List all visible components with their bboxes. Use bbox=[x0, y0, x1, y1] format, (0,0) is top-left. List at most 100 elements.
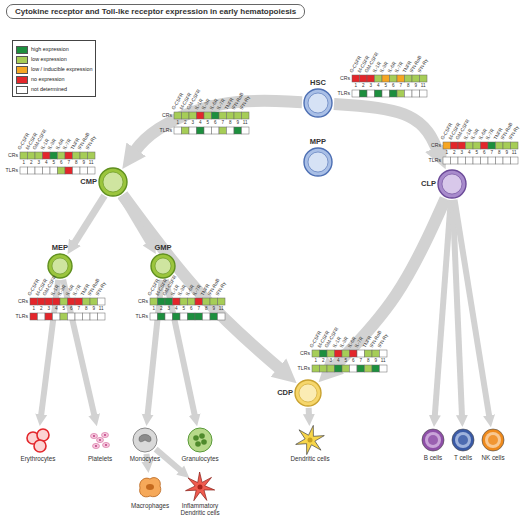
expression-cell bbox=[188, 313, 196, 320]
expression-cell bbox=[327, 365, 335, 372]
expression-cell bbox=[188, 298, 196, 305]
expression-cell bbox=[75, 298, 83, 305]
progenitor-node: HSC bbox=[303, 88, 333, 118]
expression-cell bbox=[80, 152, 88, 159]
expression-cell bbox=[75, 313, 83, 320]
expression-cell bbox=[210, 298, 218, 305]
expression-cell bbox=[50, 167, 58, 174]
cell-type-node: Granulocytes bbox=[187, 427, 213, 453]
expression-cell bbox=[372, 365, 380, 372]
expression-cell bbox=[372, 350, 380, 357]
tlr-number: 5 bbox=[180, 306, 188, 312]
expression-cell bbox=[43, 152, 51, 159]
tlr-number: 6 bbox=[58, 160, 66, 166]
expression-cell bbox=[53, 298, 61, 305]
expression-cell bbox=[30, 298, 38, 305]
cell-label: HSC bbox=[310, 78, 326, 88]
tlr-number: 3 bbox=[367, 83, 375, 89]
expression-cell bbox=[481, 142, 489, 149]
tlr-number: 7 bbox=[397, 83, 405, 89]
tlr-number: 3 bbox=[189, 120, 197, 126]
expression-cell bbox=[466, 142, 474, 149]
row-label: CRs bbox=[157, 112, 172, 118]
legend-swatch bbox=[16, 56, 28, 64]
legend-swatch bbox=[16, 46, 28, 54]
expression-cell bbox=[203, 298, 211, 305]
tlr-number: 9 bbox=[234, 120, 242, 126]
tlr-number: 6 bbox=[481, 150, 489, 156]
legend-row: no expression bbox=[16, 74, 92, 84]
row-label: CRs bbox=[295, 350, 310, 356]
cell-illustration bbox=[303, 147, 333, 177]
expression-cell bbox=[342, 365, 350, 372]
expression-cell bbox=[180, 313, 188, 320]
differentiation-arrow bbox=[166, 280, 195, 418]
tlr-number: 4 bbox=[375, 83, 383, 89]
expression-cell bbox=[73, 167, 81, 174]
tlr-number: 11 bbox=[218, 306, 226, 312]
expression-cell bbox=[352, 75, 360, 82]
expression-cell bbox=[380, 365, 388, 372]
cell-type-node: Monocytes bbox=[132, 427, 158, 453]
expression-cell bbox=[473, 157, 481, 164]
expression-cell bbox=[45, 298, 53, 305]
tlr-number: 7 bbox=[219, 120, 227, 126]
expression-cell bbox=[312, 350, 320, 357]
expression-cell bbox=[367, 90, 375, 97]
expression-cell bbox=[60, 298, 68, 305]
expression-cell bbox=[65, 152, 73, 159]
tlr-number: 3 bbox=[45, 306, 53, 312]
tlr-number: 9 bbox=[412, 83, 420, 89]
expression-cell bbox=[197, 112, 205, 119]
expression-cell bbox=[189, 127, 197, 134]
expression-cell bbox=[38, 298, 46, 305]
differentiation-arrow bbox=[455, 200, 490, 419]
expression-cell bbox=[420, 90, 428, 97]
expression-cell bbox=[342, 350, 350, 357]
expression-cell bbox=[195, 313, 203, 320]
cell-illustration bbox=[132, 427, 158, 453]
cell-illustration bbox=[421, 428, 445, 452]
tlr-number: 11 bbox=[511, 150, 519, 156]
cell-type-node: T cells bbox=[451, 428, 475, 452]
tlr-number: 4 bbox=[466, 150, 474, 156]
tlr-number: 5 bbox=[342, 358, 350, 364]
tlr-number: 1 bbox=[443, 150, 451, 156]
tlr-number: 1 bbox=[352, 83, 360, 89]
legend-row: not determined bbox=[16, 84, 92, 94]
tlr-number: 8 bbox=[365, 358, 373, 364]
tlr-number: 8 bbox=[227, 120, 235, 126]
legend-swatch bbox=[16, 86, 28, 94]
expression-cell bbox=[458, 157, 466, 164]
row-label: CRs bbox=[13, 298, 28, 304]
expression-cell bbox=[60, 313, 68, 320]
expression-cell bbox=[234, 112, 242, 119]
legend-text: low expression bbox=[31, 56, 67, 62]
cell-label: Macrophages bbox=[131, 502, 169, 509]
tlr-number: 5 bbox=[204, 120, 212, 126]
expression-cell bbox=[481, 157, 489, 164]
expression-cell bbox=[35, 167, 43, 174]
expression-cell bbox=[320, 350, 328, 357]
tlr-number: 6 bbox=[68, 306, 76, 312]
expression-cell bbox=[174, 127, 182, 134]
tlr-number: 1 bbox=[150, 306, 158, 312]
expression-cell bbox=[503, 142, 511, 149]
expression-cell bbox=[180, 298, 188, 305]
expression-cell bbox=[390, 75, 398, 82]
expression-cell bbox=[98, 298, 106, 305]
expression-cell bbox=[174, 112, 182, 119]
cell-illustration bbox=[437, 169, 467, 199]
expression-cell bbox=[382, 75, 390, 82]
expression-cell bbox=[397, 90, 405, 97]
legend-box: high expressionlow expressionlow / induc… bbox=[12, 40, 96, 97]
tlr-number: 11 bbox=[420, 83, 428, 89]
tlr-number: 1 bbox=[30, 306, 38, 312]
legend-swatch bbox=[16, 76, 28, 84]
tlr-number: 4 bbox=[173, 306, 181, 312]
expression-cell bbox=[390, 90, 398, 97]
expression-cell bbox=[212, 127, 220, 134]
progenitor-node: CDP bbox=[294, 379, 322, 407]
expression-cell bbox=[488, 142, 496, 149]
